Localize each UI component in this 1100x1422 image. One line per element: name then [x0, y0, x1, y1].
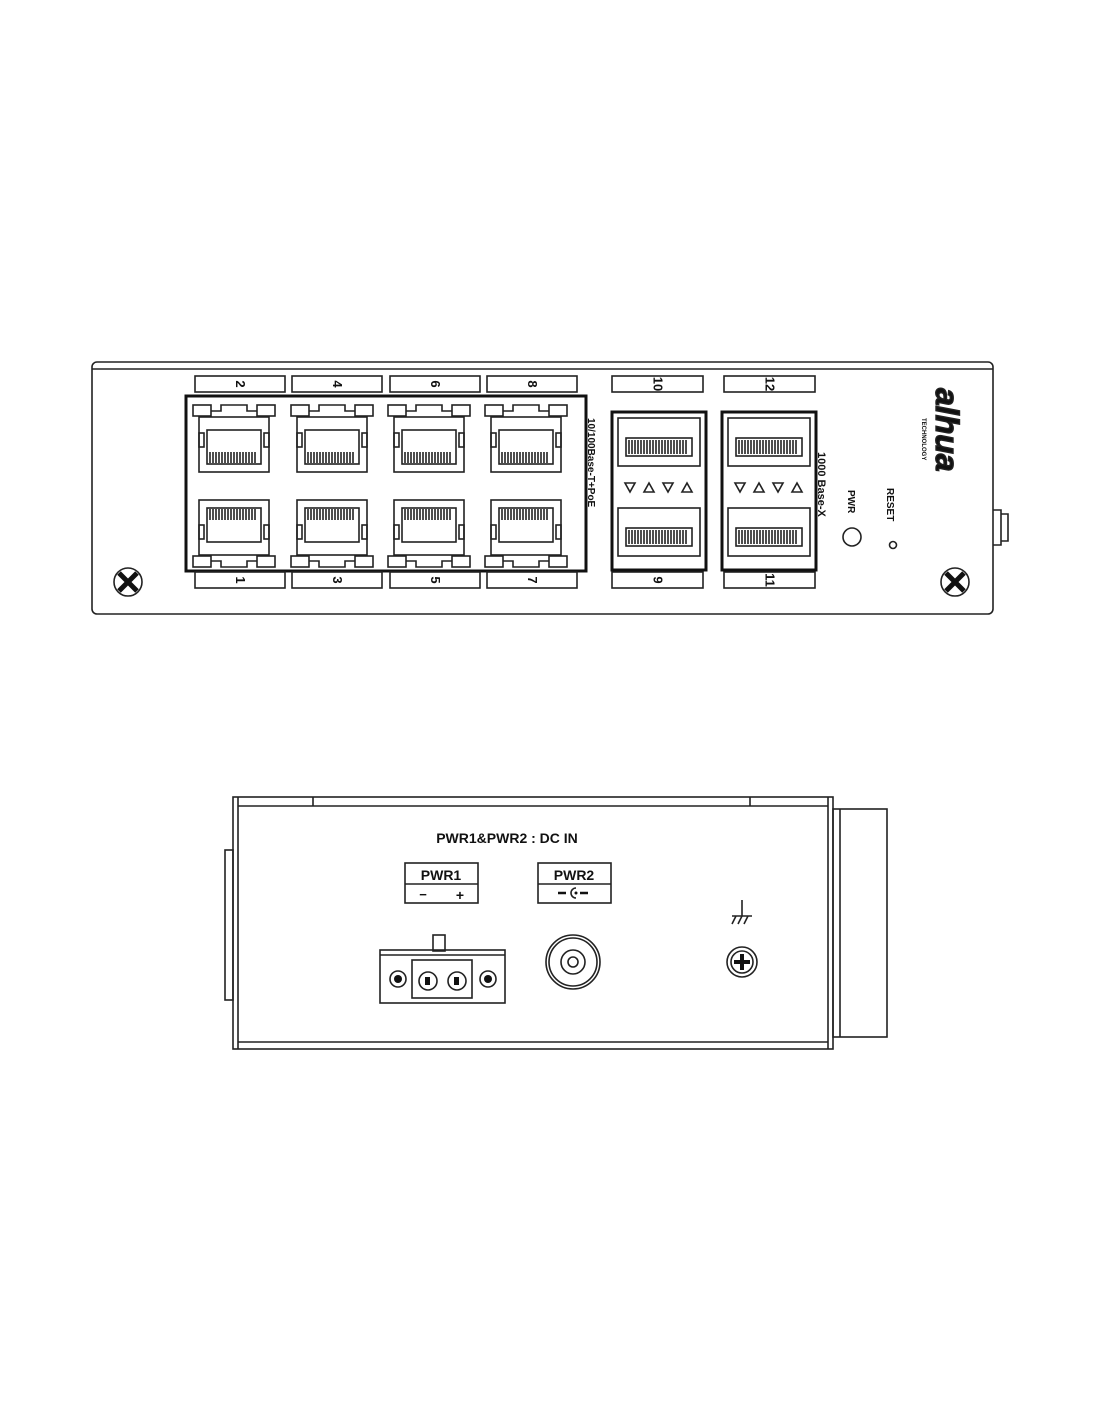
port-label-2-text: 2	[233, 380, 248, 387]
rj45-port-1[interactable]	[192, 499, 276, 568]
pwr-led-label: PWR	[845, 490, 856, 514]
sfp-label-11: 11	[723, 571, 816, 589]
rj45-port-4[interactable]	[290, 404, 374, 473]
sfp-port-11[interactable]	[727, 507, 811, 557]
ground-screw	[726, 946, 758, 978]
pwr2-dc-jack	[545, 934, 601, 990]
rj45-ports	[192, 404, 568, 568]
link-led	[192, 555, 212, 568]
arrow-down-icon	[771, 482, 785, 494]
port-label-5-text: 5	[428, 576, 443, 583]
link-led	[387, 555, 407, 568]
port-label-6-text: 6	[428, 380, 443, 387]
dc-in-title: PWR1&PWR2 : DC IN	[436, 830, 578, 846]
front-panel: 2 1 4 3 6 5 8 7 10 9 12 11 10/100Base-T+PoE 1000 Ba…	[91, 361, 1009, 615]
port-label-7: 7	[486, 571, 578, 589]
port-label-3-text: 3	[330, 576, 345, 583]
pwr-led-indicator	[842, 527, 862, 547]
pwr1-label-box: PWR1 − +	[404, 862, 479, 904]
sfp-link-arrows-icon	[623, 481, 694, 494]
port-label-5: 5	[389, 571, 481, 589]
sfp-cage-0	[610, 410, 708, 572]
mounting-screw-right	[940, 567, 970, 597]
reset-button[interactable]	[888, 540, 898, 550]
sfp-label-10: 10	[611, 375, 704, 393]
link-led	[387, 404, 407, 417]
pwr1-label: PWR1	[421, 867, 462, 883]
sfp-port-12[interactable]	[727, 417, 811, 467]
port-label-1: 1	[194, 571, 286, 589]
rj45-port-8[interactable]	[484, 404, 568, 473]
dc-polarity-icon	[558, 887, 588, 899]
din-rail-clip	[832, 808, 888, 1038]
logo-text: alhua	[929, 388, 965, 472]
activity-led	[451, 404, 471, 417]
front-panel-outline	[91, 361, 994, 615]
arrow-up-icon	[680, 481, 694, 493]
sfp-port-10[interactable]	[617, 417, 701, 467]
port-label-8: 8	[486, 375, 578, 393]
sfp-cage-1	[720, 410, 818, 572]
port-label-4: 4	[291, 375, 383, 393]
sfp-label-11-text: 11	[763, 573, 778, 587]
rj45-port-block	[184, 394, 588, 573]
rj45-group-label: 10/100Base-T+PoE	[585, 418, 596, 508]
arrow-up-icon	[790, 481, 804, 493]
reset-label: RESET	[884, 488, 895, 521]
sfp-group-label: 1000 Base-X	[815, 452, 827, 517]
pwr1-plus: +	[456, 887, 464, 903]
link-led	[290, 555, 310, 568]
rj45-port-6[interactable]	[387, 404, 471, 473]
activity-led	[354, 555, 374, 568]
side-clips	[224, 849, 234, 1001]
arrow-down-icon	[623, 482, 637, 494]
pwr1-minus: −	[419, 887, 427, 902]
activity-led	[548, 404, 568, 417]
link-led	[192, 404, 212, 417]
activity-led	[256, 404, 276, 417]
link-led	[290, 404, 310, 417]
logo-subtext: TECHNOLOGY	[920, 418, 926, 460]
sfp-link-arrows-icon	[733, 481, 804, 494]
sfp-cages	[610, 410, 818, 572]
arrow-up-icon	[752, 481, 766, 493]
arrow-down-icon	[661, 482, 675, 494]
activity-led	[354, 404, 374, 417]
sfp-label-9-text: 9	[651, 576, 666, 583]
link-led	[484, 555, 504, 568]
sfp-label-12: 12	[723, 375, 816, 393]
sfp-label-12-text: 12	[763, 377, 778, 391]
activity-led	[256, 555, 276, 568]
pwr1-terminal-block	[379, 934, 506, 1004]
ground-symbol-icon	[731, 900, 752, 925]
sfp-label-9: 9	[611, 571, 704, 589]
port-label-6: 6	[389, 375, 481, 393]
pwr2-label-box: PWR2	[537, 862, 612, 904]
sfp-port-9[interactable]	[617, 507, 701, 557]
activity-led	[451, 555, 471, 568]
rj45-port-7[interactable]	[484, 499, 568, 568]
arrow-down-icon	[733, 482, 747, 494]
dahua-logo: alhua TECHNOLOGY	[920, 387, 966, 472]
port-label-4-text: 4	[330, 380, 345, 388]
port-label-boxes: 2 1 4 3 6 5 8 7 10 9 12 11	[194, 375, 816, 589]
rj45-port-2[interactable]	[192, 404, 276, 473]
mounting-screw-left	[113, 567, 143, 597]
activity-led	[548, 555, 568, 568]
din-rail-bracket	[993, 509, 1009, 546]
rear-panel: PWR1&PWR2 : DC IN PWR1 − + PWR2	[224, 796, 888, 1050]
port-label-2: 2	[194, 375, 286, 393]
port-label-1-text: 1	[233, 576, 248, 583]
sfp-label-10-text: 10	[651, 377, 666, 391]
link-led	[484, 404, 504, 417]
rj45-port-3[interactable]	[290, 499, 374, 568]
pwr2-label: PWR2	[554, 867, 595, 883]
port-label-8-text: 8	[525, 380, 540, 387]
port-label-3: 3	[291, 571, 383, 589]
rj45-port-5[interactable]	[387, 499, 471, 568]
arrow-up-icon	[642, 481, 656, 493]
port-label-7-text: 7	[525, 576, 540, 583]
